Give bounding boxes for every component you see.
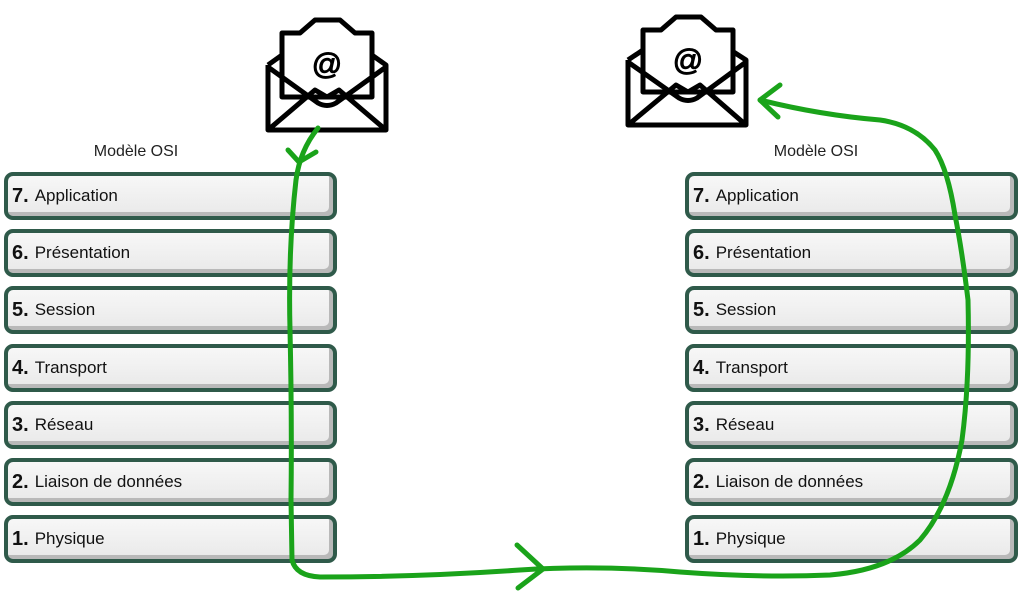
layer-number: 2. [12,470,29,493]
layer-label: Physique [34,529,105,548]
layer-label: Présentation [715,243,812,262]
right-layer-6: 6. Présentation [685,229,1018,277]
right-layer-4: 4. Transport [685,344,1018,392]
layer-label: Application [715,186,799,205]
left-layer-6: 6. Présentation [4,229,337,277]
layer-number: 2. [693,470,710,493]
right-layer-2: 2. Liaison de données [685,458,1018,506]
right-osi-title: Modèle OSI [773,143,859,160]
layer-number: 5. [12,298,29,321]
layer-number: 7. [12,184,29,207]
layer-label: Physique [715,529,786,548]
left-layer-3: 3. Réseau [4,401,337,449]
layer-number: 4. [693,356,710,379]
layer-label: Réseau [715,415,775,434]
left-layer-1: 1. Physique [4,515,337,563]
layer-label: Session [715,300,777,319]
right-layer-7: 7. Application [685,172,1018,220]
layer-number: 1. [12,527,29,550]
layer-number: 3. [12,413,29,436]
arrowhead-left [757,82,783,120]
layer-number: 5. [693,298,710,321]
layer-number: 6. [693,241,710,264]
right-layer-5: 5. Session [685,286,1018,334]
layer-label: Liaison de données [34,472,183,491]
arrowhead-down [285,147,319,165]
layer-label: Transport [34,358,107,377]
layer-label: Transport [715,358,788,377]
left-layer-5: 5. Session [4,286,337,334]
left-layer-2: 2. Liaison de données [4,458,337,506]
layer-label: Réseau [34,415,94,434]
data-flow-arrow [285,82,971,591]
layer-label: Session [34,300,96,319]
flow-path [287,97,971,580]
layer-number: 7. [693,184,710,207]
left-layer-4: 4. Transport [4,344,337,392]
left-layer-7: 7. Application [4,172,337,220]
layer-number: 3. [693,413,710,436]
layer-number: 6. [12,241,29,264]
layer-number: 1. [693,527,710,550]
layer-number: 4. [12,356,29,379]
at-symbol: @ [312,48,342,81]
layer-label: Application [34,186,118,205]
left-osi-title: Modèle OSI [93,143,179,160]
layer-label: Présentation [34,243,131,262]
arrowhead-right [514,542,546,591]
right-layer-1: 1. Physique [685,515,1018,563]
email-envelope-icon-sender: @ [265,17,389,133]
layer-label: Liaison de données [715,472,864,491]
at-symbol: @ [673,44,703,77]
email-envelope-icon-receiver: @ [625,14,749,128]
